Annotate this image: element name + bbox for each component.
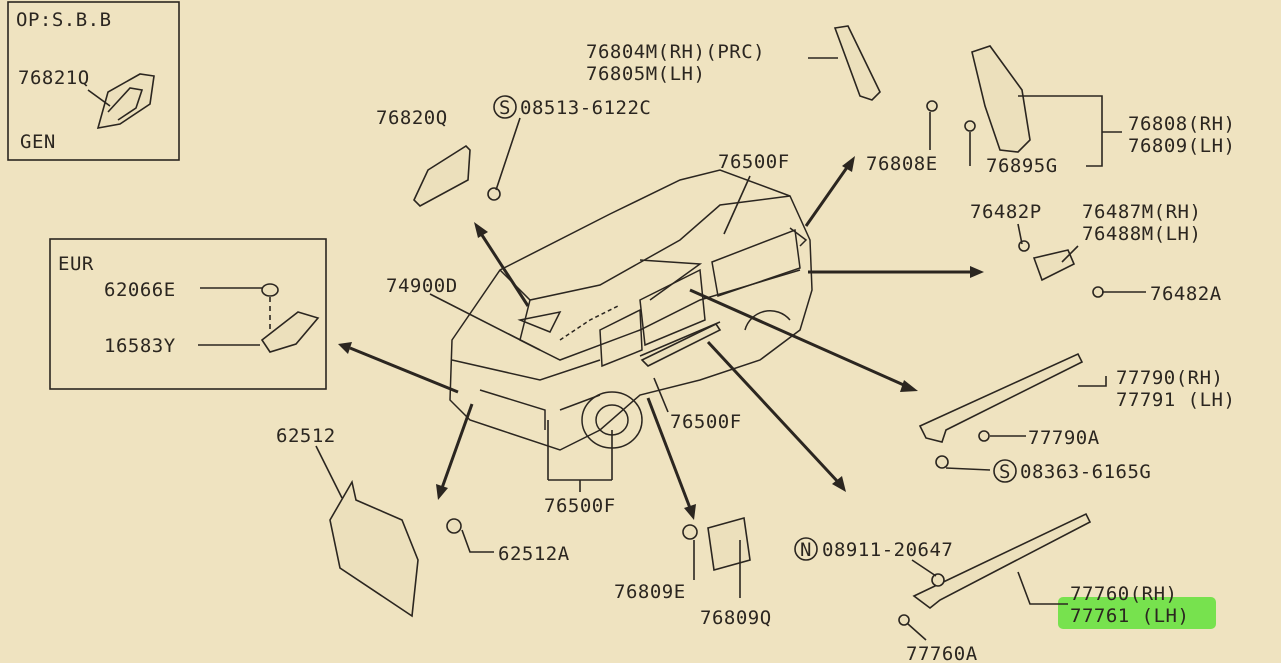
op-box-part: 76821Q [18, 67, 90, 89]
svg-text:S: S [499, 97, 511, 119]
s-symbol-icon [493, 95, 517, 119]
leader-lines [315, 57, 1146, 641]
op-box-title: OP:S.B.B [16, 9, 112, 31]
label-76809e: 76809E [614, 581, 686, 603]
label-77760a: 77760A [906, 643, 978, 663]
label-77791: 77791 (LH) [1116, 389, 1235, 411]
symbols: S S N [493, 95, 1017, 561]
clip-icon [261, 283, 279, 297]
label-76488m: 76488M(LH) [1082, 223, 1201, 245]
label-08911: 08911-20647 [822, 539, 953, 561]
eur-box: EUR 62066E 16583Y [49, 238, 327, 390]
step-molding-part [640, 322, 722, 367]
part-labels: 76804M(RH)(PRC) 76805M(LH) 76820Q 08513-… [276, 41, 1235, 663]
mirror-cover-part [971, 45, 1031, 153]
handle-part [1032, 249, 1076, 282]
label-76895g: 76895G [986, 155, 1058, 177]
van-illustration [449, 169, 813, 451]
label-77790: 77790(RH) [1116, 367, 1223, 389]
label-74900d: 74900D [386, 275, 458, 297]
label-76805: 76805M(LH) [586, 63, 705, 85]
label-76820q: 76820Q [376, 107, 448, 129]
op-box-note: GEN [20, 131, 56, 153]
emblem-part [833, 25, 881, 101]
op-sbb-box: OP:S.B.B 76821Q GEN [7, 1, 180, 161]
label-76808e: 76808E [866, 153, 938, 175]
eur-box-title: EUR [58, 253, 94, 275]
label-76482a: 76482A [1150, 283, 1222, 305]
label-62512: 62512 [276, 425, 336, 447]
parts [329, 25, 1104, 626]
n-symbol-icon [794, 537, 818, 561]
bracket-icon [260, 311, 320, 353]
label-76809q: 76809Q [700, 607, 772, 629]
side-sill-part [912, 512, 1092, 610]
eur-part-0: 62066E [104, 279, 176, 301]
label-76500f-mid: 76500F [670, 411, 742, 433]
sill-molding-part [918, 352, 1084, 443]
label-77761: 77761 (LH) [1070, 605, 1189, 627]
label-76808: 76808(RH) [1128, 113, 1235, 135]
label-76487m: 76487M(RH) [1082, 201, 1201, 223]
arrows [338, 156, 984, 520]
label-76482p: 76482P [970, 201, 1042, 223]
label-08363: 08363-6165G [1020, 461, 1151, 483]
highlight-77761 [1058, 597, 1216, 629]
svg-text:N: N [800, 539, 812, 561]
label-08513: 08513-6122C [520, 97, 651, 119]
label-77760: 77760(RH) [1070, 583, 1177, 605]
label-76809: 76809(LH) [1128, 135, 1235, 157]
s-symbol-icon [993, 459, 1017, 483]
label-76500f-bot: 76500F [544, 495, 616, 517]
label-62512a: 62512A [498, 543, 570, 565]
quarter-glass-part [413, 144, 471, 207]
label-76500f-top: 76500F [718, 151, 790, 173]
eur-part-1: 16583Y [104, 335, 176, 357]
svg-text:S: S [999, 461, 1011, 483]
cover-plate-part [707, 516, 751, 572]
screw-icon [487, 187, 501, 201]
label-76804: 76804M(RH)(PRC) [586, 41, 765, 63]
mud-guard-part [329, 479, 419, 618]
mudguard-icon [96, 73, 155, 130]
label-77790a: 77790A [1028, 427, 1100, 449]
